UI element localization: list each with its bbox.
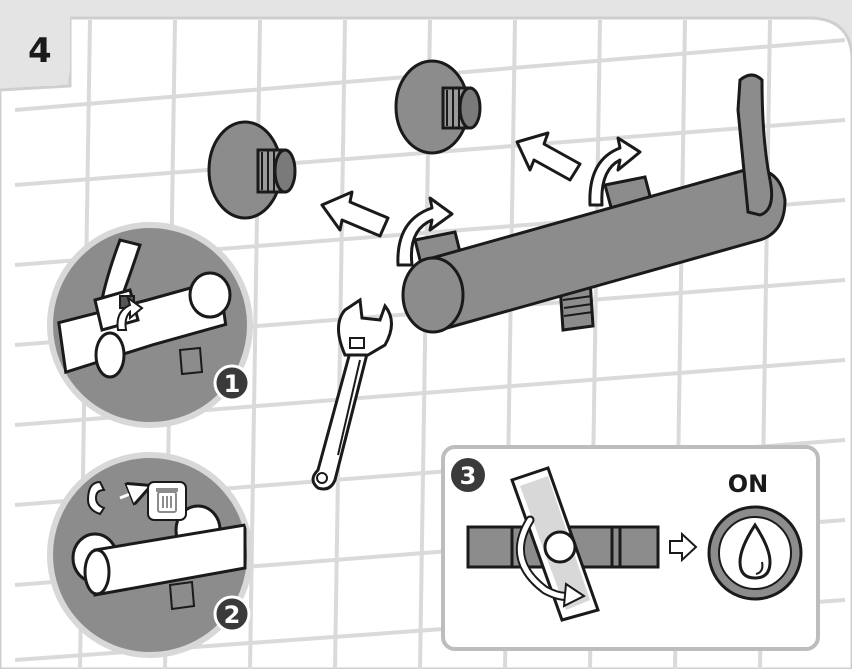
detail-2-zoom: 2 — [50, 455, 250, 655]
detail-1-zoom: 1 — [50, 225, 250, 425]
step-number: 4 — [28, 31, 52, 71]
detail-3-badge-number: 3 — [460, 462, 477, 490]
status-label: ON — [728, 470, 769, 498]
detail-2-badge-number: 2 — [224, 601, 241, 629]
step-number-tab: 4 — [0, 0, 70, 86]
detail-3-box: ON 3 — [443, 447, 818, 649]
detail-1-badge-number: 1 — [224, 370, 241, 398]
trash-icon — [156, 488, 178, 512]
